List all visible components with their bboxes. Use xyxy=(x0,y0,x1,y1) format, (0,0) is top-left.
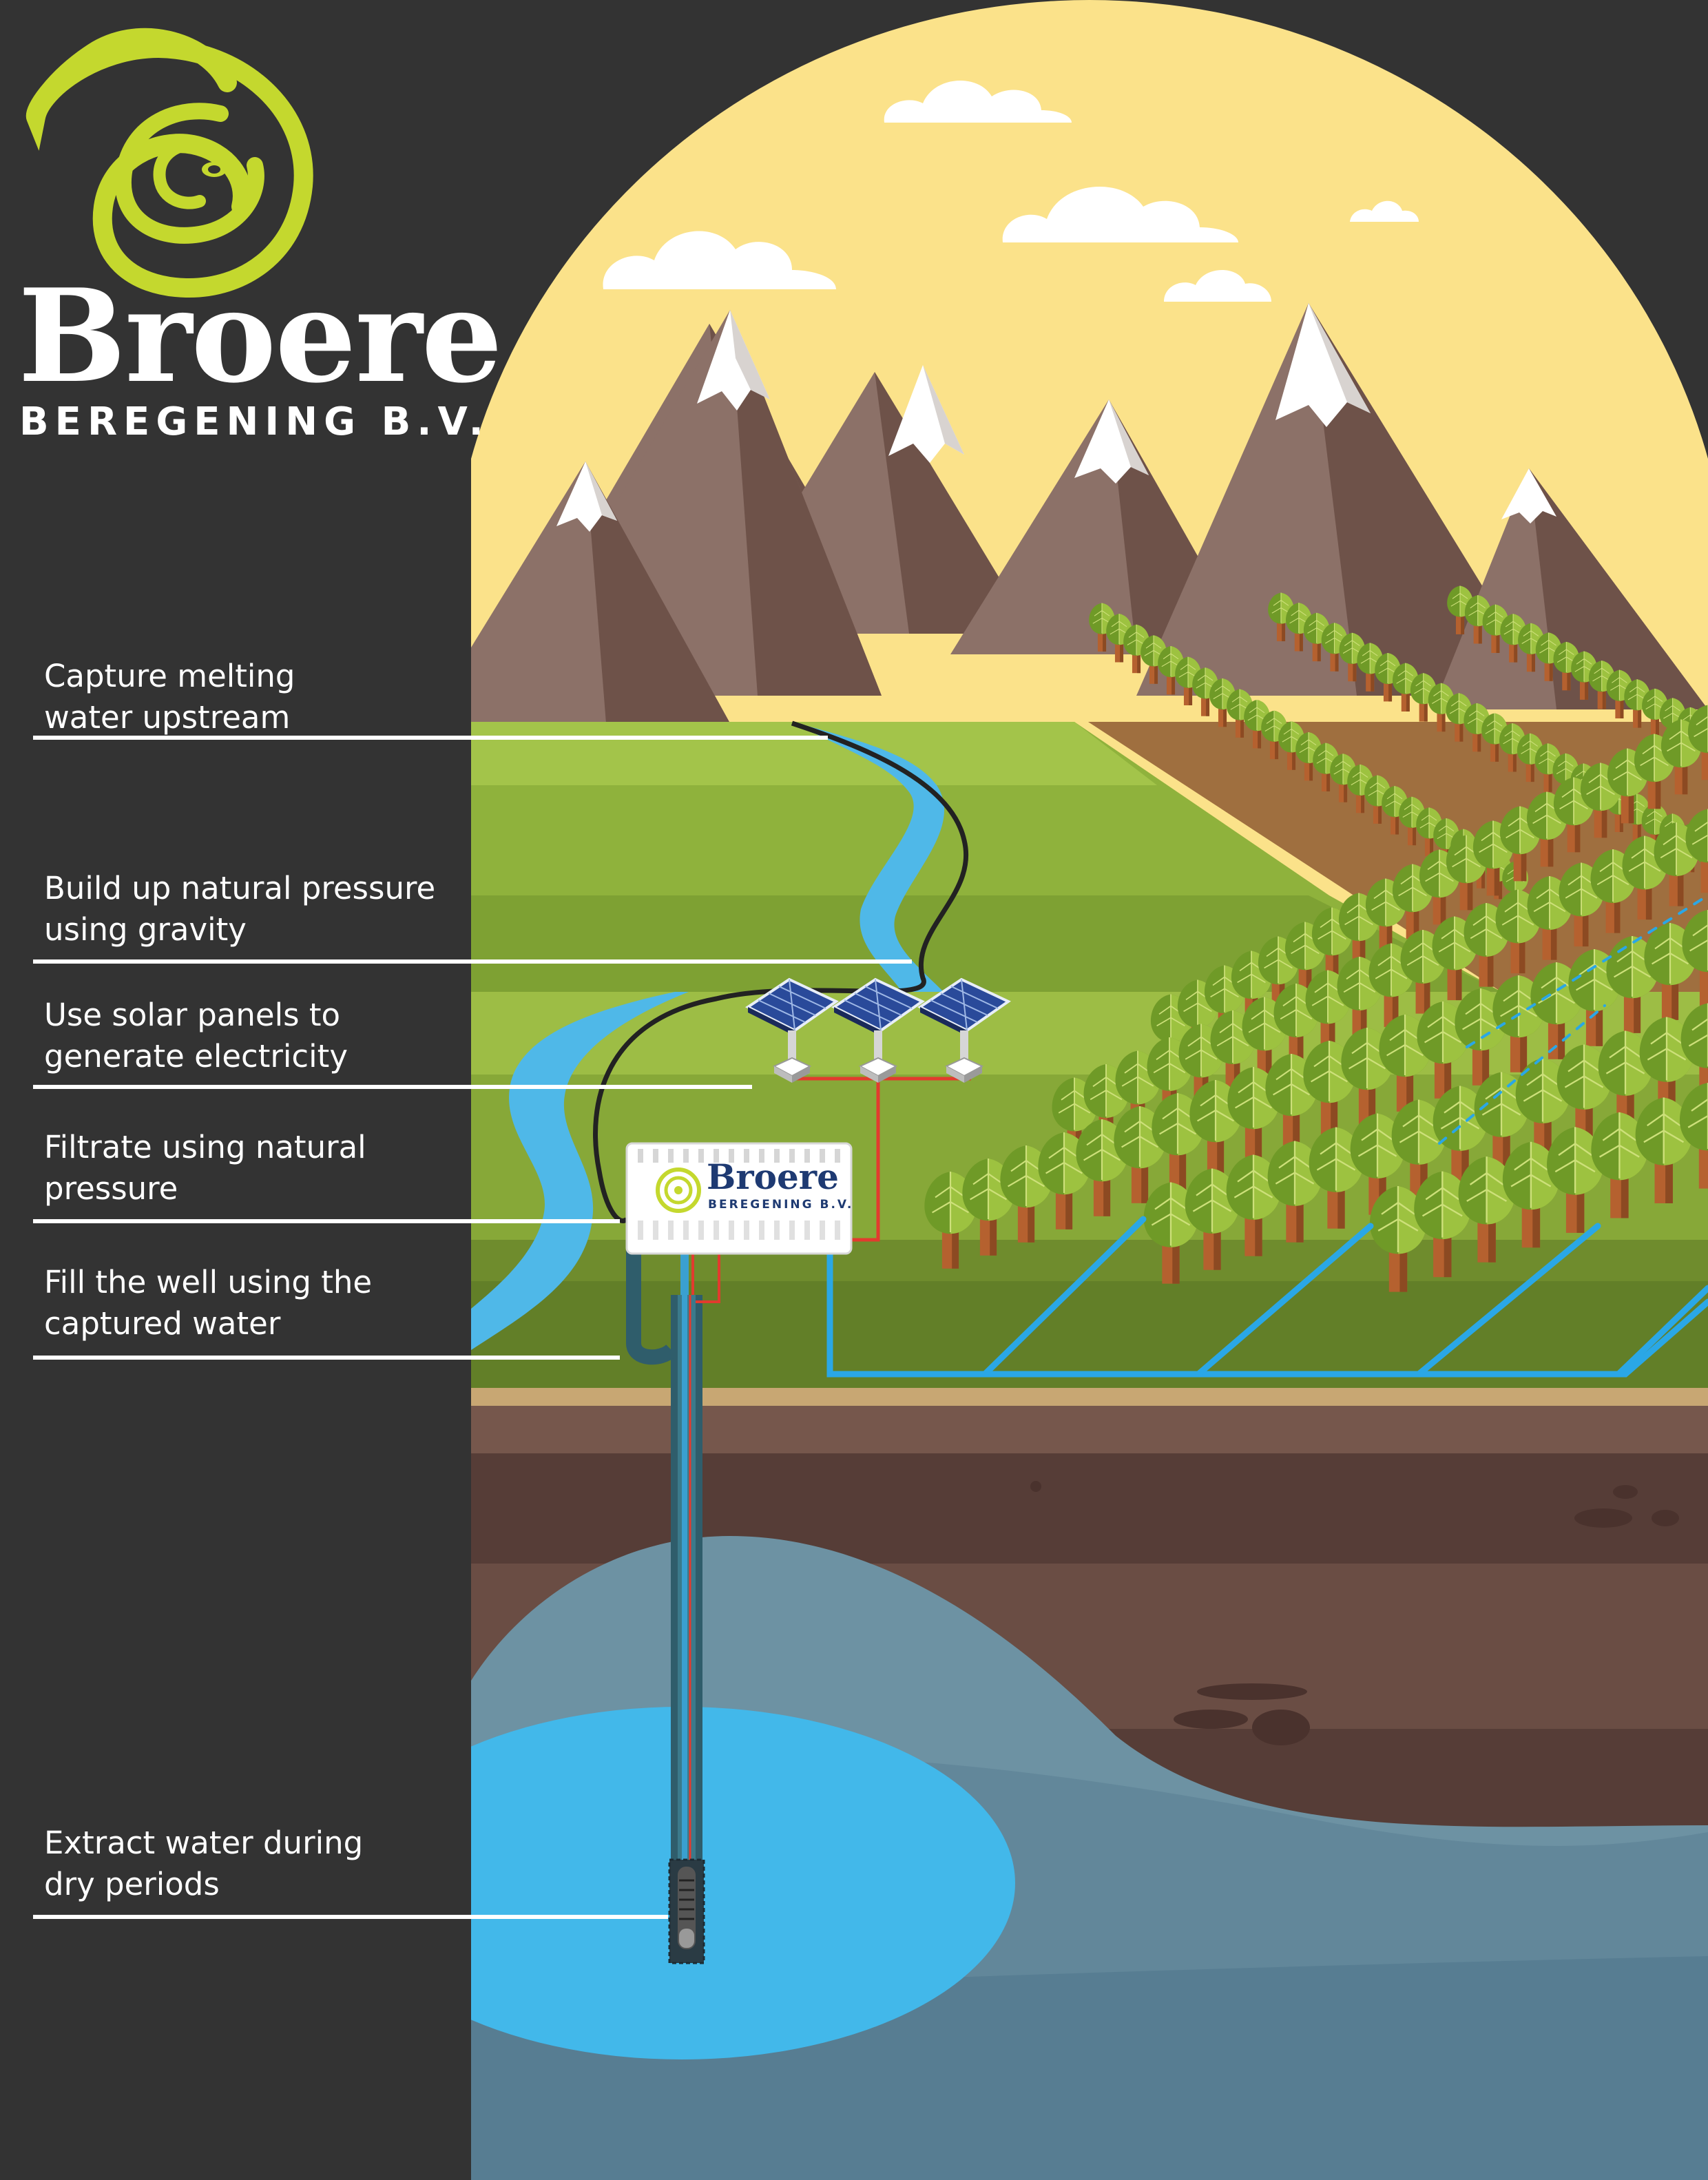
step-extract-water: Extract water during dry periods xyxy=(44,1825,364,1902)
spiral-logo-icon xyxy=(656,1167,701,1213)
underground xyxy=(471,1388,1708,2180)
step-filtrate-natural-pressure: Filtrate using natural pressure xyxy=(44,1129,366,1207)
step-capture-melting-water: Capture melting water upstream xyxy=(44,658,295,736)
lower-river xyxy=(471,992,689,1350)
brand-subtitle: BEREGENING B.V. xyxy=(19,399,490,444)
step-fill-well: Fill the well using the captured water xyxy=(44,1264,373,1342)
control-box xyxy=(625,1142,853,1255)
leader-line xyxy=(33,959,912,964)
upper-river xyxy=(792,722,945,992)
control-box-name: Broere xyxy=(707,1156,839,1197)
irrigation-pipes xyxy=(826,894,1708,1378)
leader-line xyxy=(33,736,828,740)
leader-line xyxy=(33,1915,668,1919)
mountains xyxy=(471,303,1708,723)
leader-line xyxy=(33,1356,620,1360)
spiral-logo-icon xyxy=(25,28,313,298)
well xyxy=(626,1208,720,1964)
leader-line xyxy=(33,1085,752,1089)
leader-line xyxy=(33,1219,620,1223)
step-build-natural-pressure: Build up natural pressure using gravity xyxy=(44,870,436,948)
orchard xyxy=(924,585,1708,1293)
aquifer xyxy=(471,1707,1015,2059)
pump-icon xyxy=(668,1858,705,1964)
brand-name: Broere xyxy=(18,260,503,411)
step-solar-electricity: Use solar panels to generate electricity xyxy=(44,997,348,1075)
clouds xyxy=(603,81,1419,302)
control-box-subtitle: BEREGENING B.V. xyxy=(708,1198,854,1212)
